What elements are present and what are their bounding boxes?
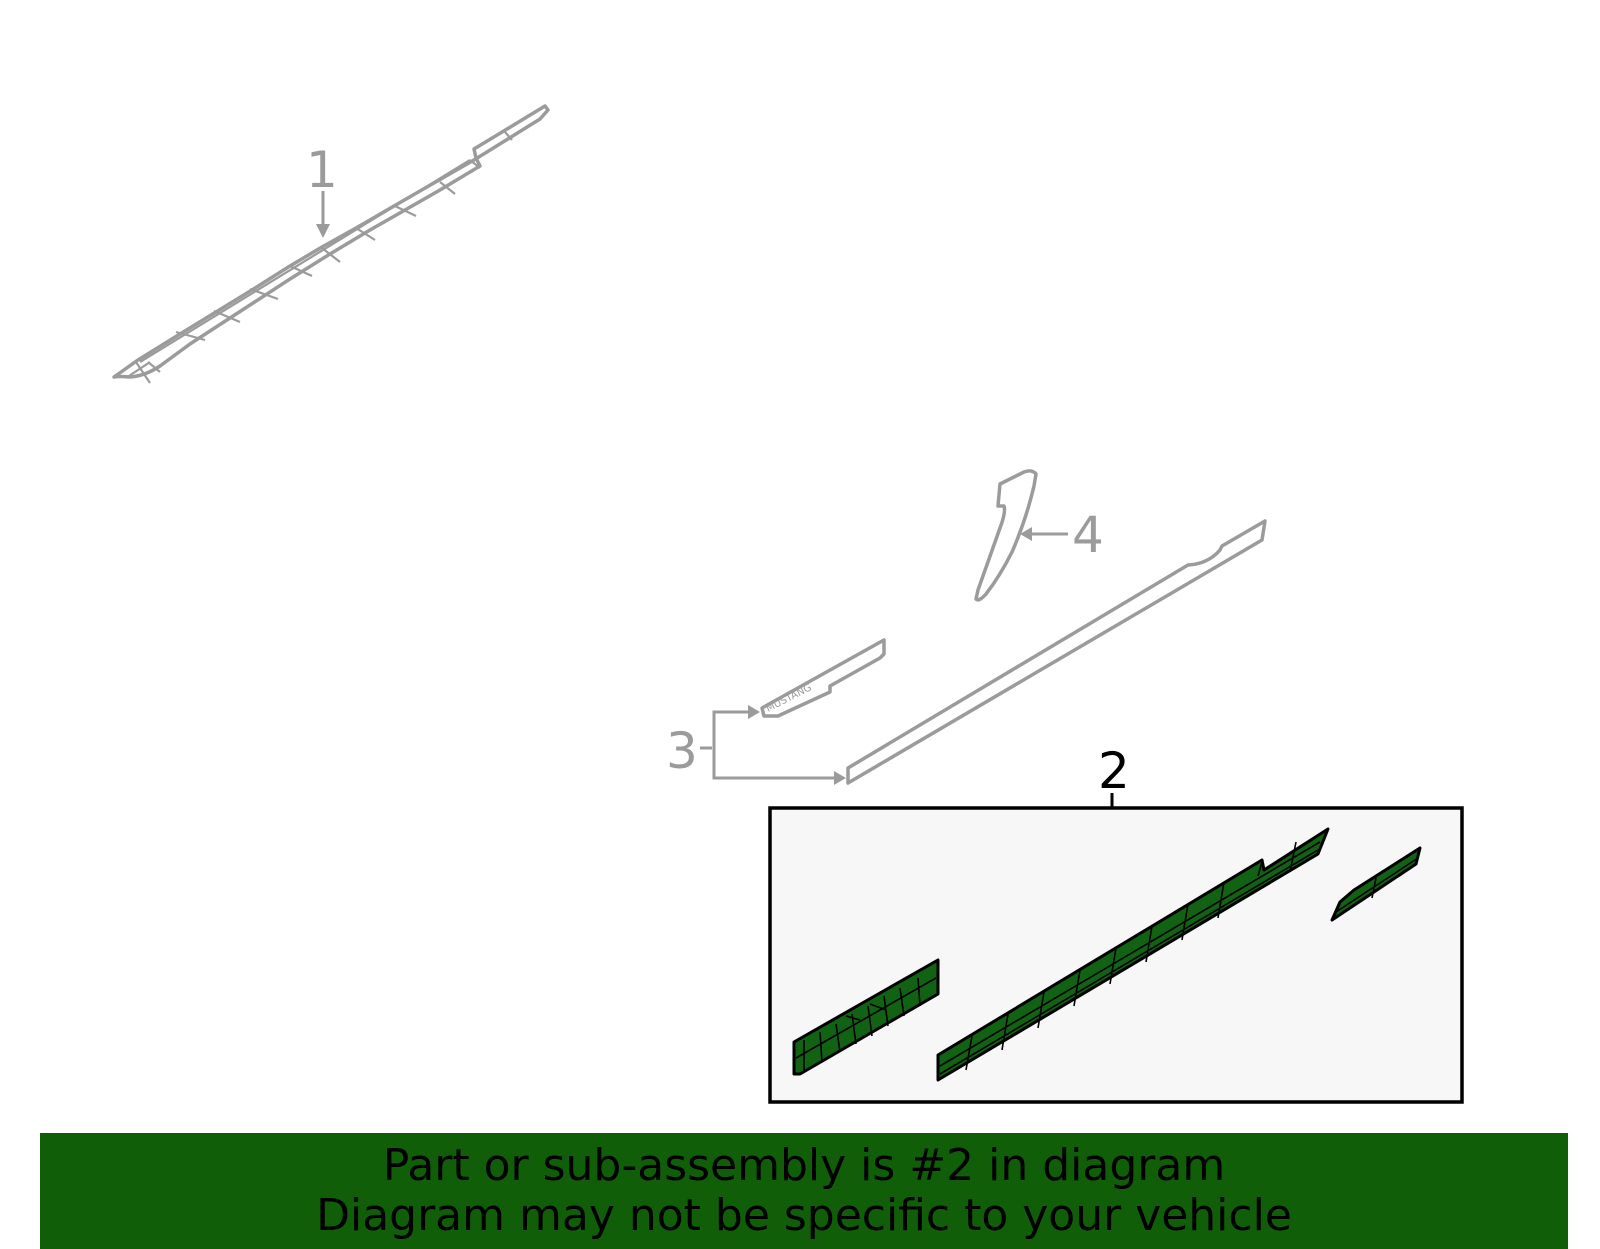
part-4-trim-piece[interactable]	[974, 469, 1038, 602]
banner-line-2: Diagram may not be specific to your vehi…	[316, 1190, 1292, 1241]
callout-4-label: 4	[1072, 506, 1104, 564]
part-2-long-strip[interactable]	[936, 827, 1330, 1082]
callout-1-arrow	[316, 191, 330, 238]
part-3-front-emblem-plate[interactable]: MUSTANG	[760, 638, 886, 718]
callout-1-label: 1	[306, 141, 338, 199]
part-2-front-strip[interactable]	[792, 958, 940, 1076]
callout-2-label: 2	[1098, 742, 1130, 800]
part-1-scuff-plate[interactable]	[112, 104, 550, 384]
callout-3-label: 3	[666, 722, 698, 780]
parts-diagram: 1 4 MUSTANG 3 2	[112, 104, 1464, 1104]
part-2-short-strip[interactable]	[1330, 846, 1422, 922]
part-3-long-sill-plate[interactable]	[846, 519, 1267, 785]
callout-3-bracket	[700, 705, 846, 785]
info-banner: Part or sub-assembly is #2 in diagram Di…	[40, 1133, 1568, 1249]
banner-line-1: Part or sub-assembly is #2 in diagram	[382, 1140, 1226, 1191]
callout-4-arrow	[1020, 527, 1068, 541]
